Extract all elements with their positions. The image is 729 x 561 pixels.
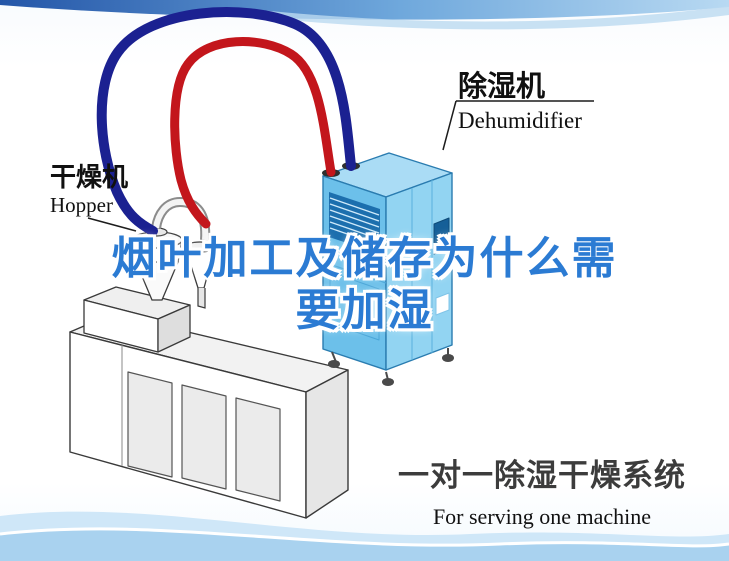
control-panel <box>433 217 450 316</box>
label-leader-hopper <box>87 217 137 232</box>
casters <box>328 348 454 386</box>
injection-unit <box>83 286 191 353</box>
watermark-headline: 烟叶加工及储存为什么需 要加湿 <box>0 233 729 337</box>
air-grille <box>329 192 380 254</box>
dehumidifier-unit <box>322 152 454 386</box>
watermark-line-2: 要加湿 <box>295 286 434 335</box>
label-leader-dehumidifier <box>442 100 594 151</box>
extruder-machine <box>69 286 349 519</box>
blue-supply-hose <box>96 7 356 236</box>
dehumidifier-label-zh: 除湿机 <box>458 71 546 103</box>
footer-title: 一对一除湿干燥系统 <box>398 458 686 493</box>
dehumidifier-label-en: Dehumidifier <box>458 108 582 134</box>
footer-caption: 一对一除湿干燥系统 For serving one machine <box>392 450 692 530</box>
red-return-hose <box>170 37 336 229</box>
watermark-line-1: 烟叶加工及储存为什么需 <box>111 234 618 283</box>
top-swoosh <box>0 0 729 30</box>
bottom-swoosh <box>0 511 729 561</box>
hopper-label-zh: 干燥机 <box>50 162 129 192</box>
dehumidifier-label: 除湿机 Dehumidifier <box>458 72 582 134</box>
hopper-label: 干燥机 Hopper <box>50 162 129 218</box>
machine-doors <box>127 371 281 502</box>
hopper-label-en: Hopper <box>50 193 113 218</box>
footer-subtitle: For serving one machine <box>432 504 652 529</box>
